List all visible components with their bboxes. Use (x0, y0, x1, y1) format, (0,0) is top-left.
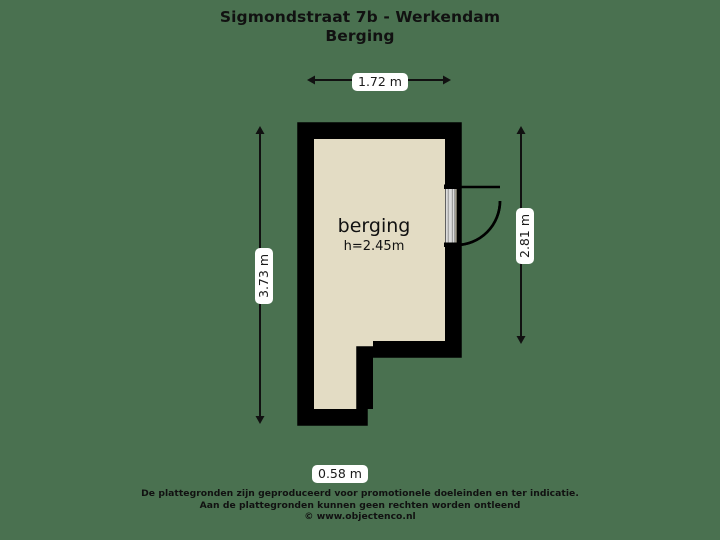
door-jamb-bottom (444, 242, 457, 247)
door-jamb-top (444, 184, 457, 189)
door-leaf (445, 187, 456, 245)
title-line-address: Sigmondstraat 7b - Werkendam (219, 8, 501, 26)
room-name-label: berging (337, 215, 411, 237)
dimension-label-right: 2.81 m (515, 208, 534, 264)
page-title: Sigmondstraat 7b - Werkendam Berging (0, 8, 720, 46)
dimension-label-left: 3.73 m (254, 248, 273, 304)
room-height-label: h=2.45m (343, 239, 405, 254)
dimension-label-top: 1.72 m (352, 73, 408, 91)
title-line-room: Berging (325, 27, 395, 45)
footer-line-website: © www.objectenco.nl (304, 511, 416, 523)
footer-line-1: De plattegronden zijn geproduceerd voor … (141, 488, 579, 499)
footer-disclaimer: De plattegronden zijn geproduceerd voor … (0, 488, 720, 523)
door-swing-arc-lower (455, 200, 502, 247)
dimension-label-bottom: 0.58 m (312, 465, 368, 483)
room-floor-fill (314, 139, 445, 409)
footer-line-2: Aan de plattegronden kunnen geen rechten… (199, 499, 521, 511)
wall-solid (297, 122, 462, 426)
